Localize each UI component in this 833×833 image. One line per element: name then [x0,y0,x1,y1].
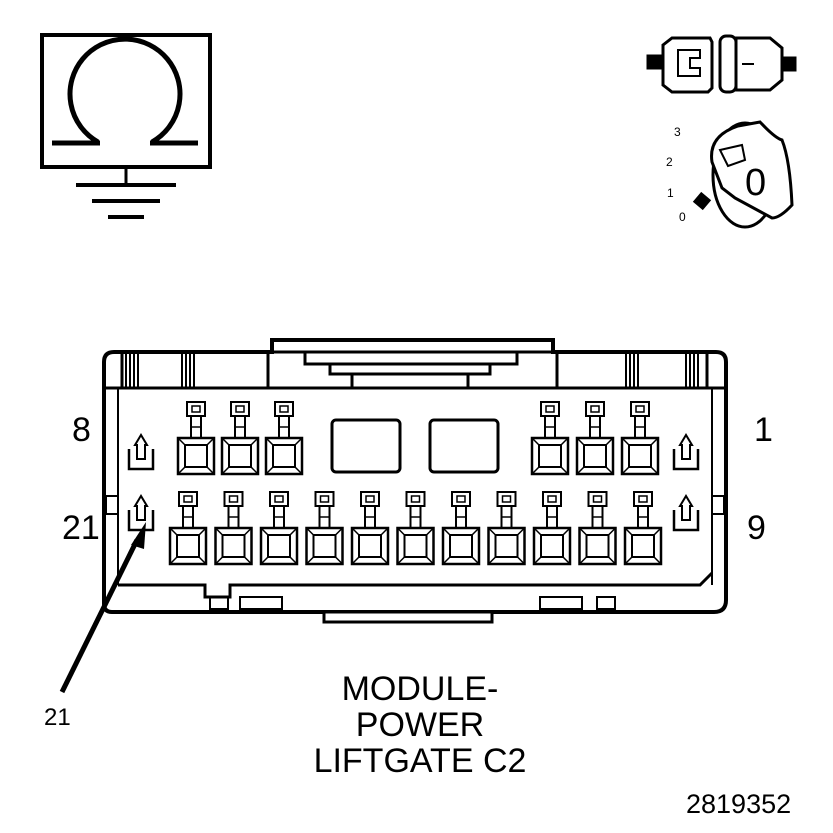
figure-number: 2819352 [686,789,792,819]
terminal-top-left-2 [220,401,260,476]
small-pin-1 [672,433,700,471]
terminal-bottom-6 [396,491,435,566]
ignition-position-labels: 3 2 1 0 [666,125,686,224]
connector-caption-line3: LIFTGATE C2 [313,742,527,780]
ignition-key-symbol: 0 [745,162,766,204]
terminal-bottom-7 [441,491,481,566]
terminal-cavities [127,401,700,566]
pin-label-bottom-right: 9 [747,509,766,547]
ignition-position-3: 3 [674,125,681,139]
pin-label-bottom-left: 21 [62,509,100,547]
terminal-bottom-11 [623,491,663,566]
connector-caption-line2: POWER [355,706,485,744]
terminal-bottom-5 [350,491,390,566]
callout-label: 21 [44,704,71,731]
terminal-top-right-3 [620,401,660,476]
small-pin-9 [672,494,700,532]
terminal-bottom-2 [214,491,253,566]
terminal-top-left-1 [176,401,216,476]
ignition-position-0: 0 [679,210,686,224]
pin-21-callout-arrow [59,522,146,694]
pin-label-top-right: 1 [754,411,773,449]
ohm-ground-icon [40,33,212,219]
pin-label-top-left: 8 [72,411,91,449]
ignition-position-1: 1 [667,186,674,200]
terminal-bottom-1 [168,491,208,566]
terminal-top-left-3 [264,401,304,476]
connector-body [102,338,728,624]
connector-halves-icon [646,34,797,94]
ignition-position-2: 2 [666,155,673,169]
connector-caption-line1: MODULE- [341,670,499,708]
terminal-bottom-3 [259,491,299,566]
terminal-top-right-2 [575,401,615,476]
terminal-bottom-4 [305,491,344,566]
terminal-bottom-10 [578,491,617,566]
terminal-bottom-9 [532,491,572,566]
terminal-top-right-1 [530,401,570,476]
ignition-key-icon [692,120,794,229]
terminal-bottom-8 [487,491,526,566]
small-pin-8 [127,433,155,471]
